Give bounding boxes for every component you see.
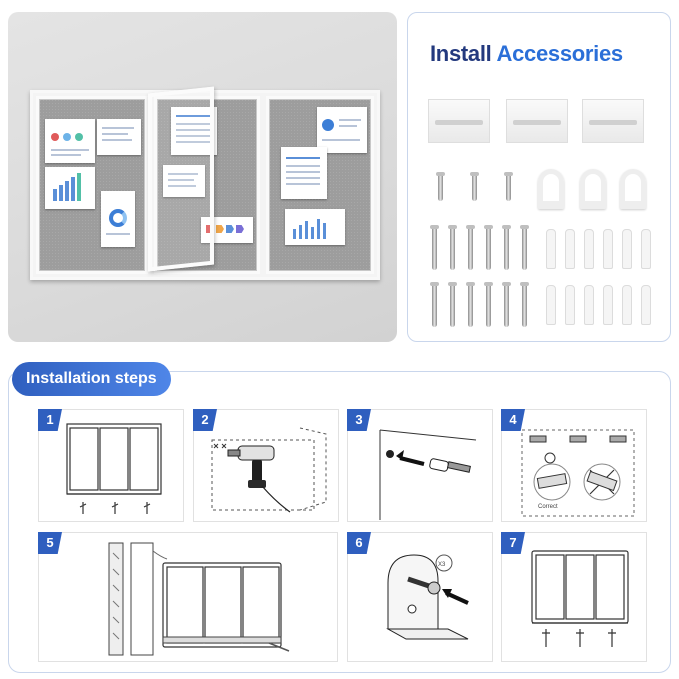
step-6: 6 X3 [347, 532, 493, 662]
screw-icon [520, 225, 529, 270]
step-3-diagram [379, 429, 477, 520]
installation-steps-label: Installation steps [12, 362, 171, 396]
step-2-diagram [211, 427, 327, 513]
screw-icon [430, 282, 439, 327]
drill-icon [227, 445, 291, 513]
screw-icon [484, 282, 493, 327]
wall-anchor [603, 285, 613, 325]
wall-anchor [546, 229, 556, 269]
accessories-title: Install Accessories [430, 41, 623, 67]
cabinet-panel-middle [154, 96, 260, 274]
wall-anchor [584, 229, 594, 269]
step-5-diagram [108, 542, 290, 656]
step-5: 5 [38, 532, 338, 662]
wall-anchor [641, 229, 651, 269]
screw-icon [484, 225, 493, 270]
screw-icon [504, 172, 513, 201]
step-7: 7 [501, 532, 647, 662]
step-number: 1 [38, 409, 62, 431]
mounting-bracket [506, 99, 568, 143]
step-number: 7 [501, 532, 525, 554]
screw-icon [407, 576, 441, 595]
screw-icon [502, 282, 511, 327]
wall-anchor [584, 285, 594, 325]
wall-anchor-icon [429, 458, 471, 473]
title-part-accessories: Accessories [496, 41, 623, 66]
screw-icon [470, 172, 479, 201]
l-bracket [538, 169, 564, 209]
screw-icon [502, 225, 511, 270]
l-bracket [620, 169, 646, 209]
step-7-diagram [531, 550, 629, 647]
product-photo [8, 12, 397, 342]
accessories-panel: Install Accessories [407, 12, 671, 342]
step-number: 6 [347, 532, 371, 554]
wall-anchor [565, 229, 575, 269]
screw-icon [466, 225, 475, 270]
screw-icon [520, 282, 529, 327]
step-1: 1 [38, 409, 184, 522]
wall-anchor [622, 285, 632, 325]
mounting-bracket [428, 99, 490, 143]
wall-anchor [565, 285, 575, 325]
step-2: 2 [193, 409, 339, 522]
mounting-bracket [582, 99, 644, 143]
open-glass-door [148, 86, 214, 272]
cabinet-panel-right [266, 96, 374, 274]
step-3: 3 [347, 409, 493, 522]
screw-icon [430, 225, 439, 270]
wall-anchor [641, 285, 651, 325]
step-4-correct-label: Correct [538, 504, 558, 510]
l-bracket [580, 169, 606, 209]
screw-icon [436, 172, 445, 201]
title-part-install: Install [430, 41, 492, 66]
step-number: 3 [347, 409, 371, 431]
screw-icon [448, 225, 457, 270]
step-number: 4 [501, 409, 525, 431]
step-1-diagram [66, 423, 162, 514]
screw-icon [448, 282, 457, 327]
step-number: 5 [38, 532, 62, 554]
step-4-diagram: Correct [521, 429, 635, 517]
step-4: 4 Correct [501, 409, 647, 522]
step-6-diagram: X3 [386, 554, 469, 640]
wall-anchor [622, 229, 632, 269]
cabinet-panel-left [36, 96, 148, 274]
step-number: 2 [193, 409, 217, 431]
wall-anchor [546, 285, 556, 325]
step-6-quantity-label: X3 [438, 562, 446, 568]
screw-icon [466, 282, 475, 327]
wall-anchor [603, 229, 613, 269]
